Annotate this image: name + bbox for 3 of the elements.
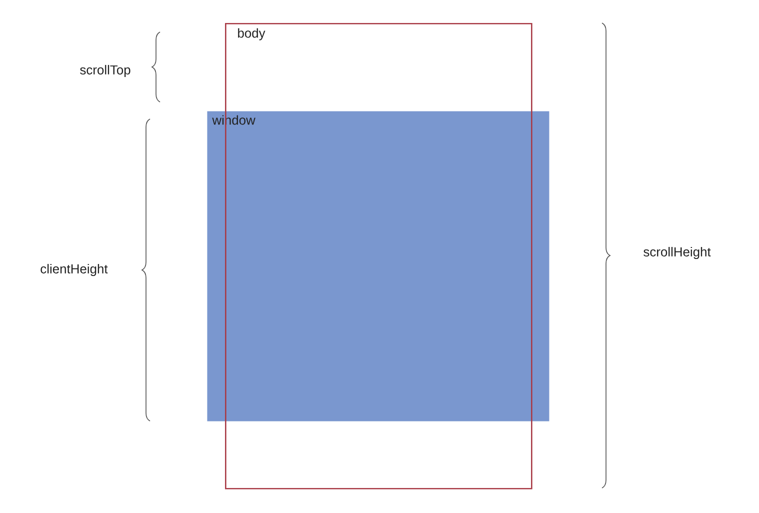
dimension-label: clientHeight [40,264,108,276]
dimension-label: scrollTop [80,64,130,78]
dimension-label: scrollHeight [644,246,711,260]
